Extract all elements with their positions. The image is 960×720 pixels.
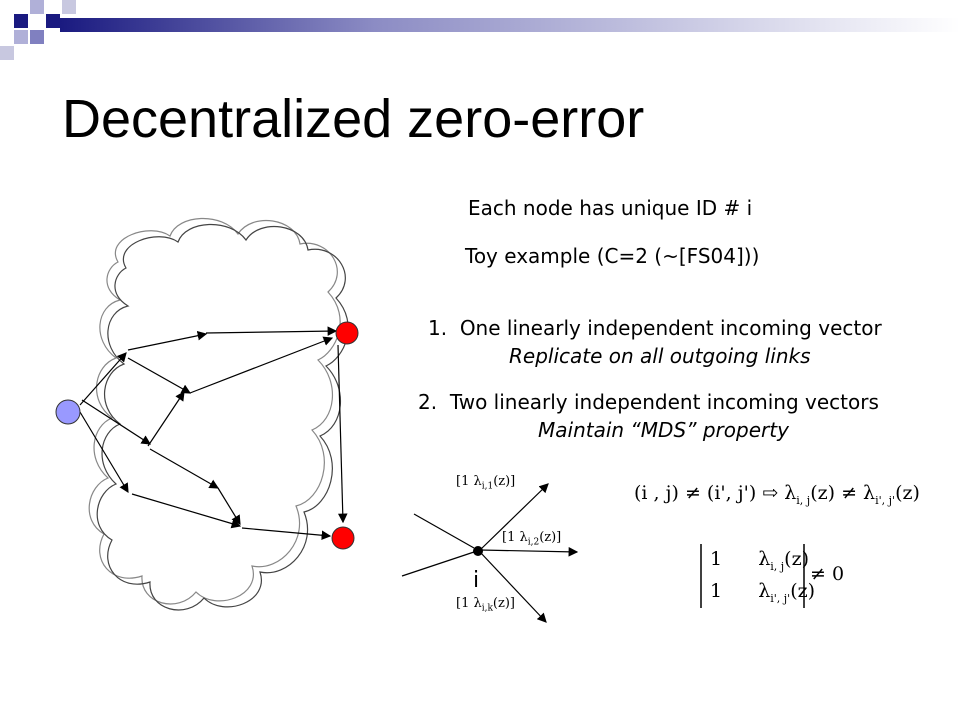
item-2-text: Two linearly independent incoming vector… (449, 390, 879, 414)
network-cloud (88, 217, 349, 611)
vector-bot-text: [1 λ (456, 596, 482, 611)
item-1-number: 1. (428, 316, 448, 340)
formula-left-sub: i, j (796, 493, 811, 507)
vector-label-bottom: [1 λi,k(z)] (456, 596, 515, 614)
incoming-edge (413, 513, 475, 549)
incoming-edge (401, 551, 475, 577)
vector-mid-tail: (z)] (539, 530, 562, 545)
det-r2c2-tail: (z) (790, 580, 816, 602)
edge (217, 487, 241, 526)
vector-top-sub: i,1 (481, 481, 494, 492)
outgoing-edge (479, 551, 547, 623)
corner-square-mid (30, 30, 44, 44)
item-2-sub: Maintain “MDS” property (538, 418, 789, 442)
corner-square-light-1 (30, 0, 44, 14)
formula-right: (z) (895, 482, 920, 504)
vector-label-top: [1 λi,1(z)] (456, 474, 515, 492)
edge (189, 336, 334, 394)
det-r2c1: 1 (710, 580, 723, 602)
edge (127, 357, 192, 394)
vector-label-mid: [1 λi,2(z)] (502, 530, 561, 548)
edge (241, 527, 332, 541)
det-r2c2-sub: i', j' (770, 591, 791, 605)
sink-node-bottom (331, 526, 355, 550)
item-2-number: 2. (418, 390, 438, 414)
formula-mid-sub: i', j' (875, 493, 896, 507)
edge (131, 493, 242, 529)
edge (79, 352, 127, 406)
corner-square-dark-2 (46, 14, 60, 28)
node-i-label: i (473, 568, 480, 593)
edge (79, 411, 129, 494)
source-node (55, 399, 81, 425)
formula-mid: (z) ≠ λ (810, 482, 876, 504)
outgoing-edge (479, 547, 579, 557)
node-i-diagram (401, 483, 579, 623)
item-1-sub: Replicate on all outgoing links (509, 344, 811, 368)
vector-top-text: [1 λ (456, 474, 482, 489)
det-row-1: 1 λi, j(z) (710, 548, 809, 573)
edge (127, 330, 208, 351)
vector-bot-tail: (z)] (492, 596, 515, 611)
formula-left: (i , j) ≠ (i', j') ⇨ λ (634, 482, 797, 504)
det-r1c1: 1 (710, 548, 723, 570)
corner-square-light-2 (14, 30, 28, 44)
vector-top-tail: (z)] (493, 474, 516, 489)
det-r1c2-sub: i, j (770, 559, 785, 573)
edge (149, 448, 220, 489)
item-1-text: One linearly independent incoming vector (459, 316, 882, 340)
outgoing-edge (479, 483, 549, 551)
corner-square-dark (14, 14, 28, 28)
item-2: 2. Two linearly independent incoming vec… (418, 390, 879, 414)
slide-title: Decentralized zero-error (62, 89, 645, 149)
sink-node-top (335, 321, 359, 345)
corner-square-light-4 (62, 0, 76, 14)
vector-bot-sub: i,k (481, 603, 493, 614)
header-gradient-bar (60, 18, 960, 32)
corner-square-light-3 (0, 46, 14, 60)
node-i (473, 546, 483, 556)
item-1: 1. One linearly independent incoming vec… (428, 316, 882, 340)
det-r2c2: λ (758, 580, 771, 602)
edge (81, 399, 152, 445)
vector-mid-text: [1 λ (502, 530, 528, 545)
toy-example-text: Toy example (C=2 (~[FS04])) (465, 244, 760, 268)
det-row-2: 1 λi', j'(z) (710, 580, 815, 605)
edge (337, 344, 348, 524)
node-id-text: Each node has unique ID # i (468, 196, 753, 220)
det-rhs: ≠ 0 (810, 563, 845, 585)
edge (205, 326, 338, 336)
network-edges (79, 326, 348, 541)
det-r1c2-tail: (z) (784, 548, 809, 570)
det-r1c2: λ (758, 548, 771, 570)
vector-mid-sub: i,2 (527, 537, 540, 548)
distinct-formula: (i , j) ≠ (i', j') ⇨ λi, j(z) ≠ λi', j'(… (634, 482, 920, 507)
edge (147, 391, 185, 447)
